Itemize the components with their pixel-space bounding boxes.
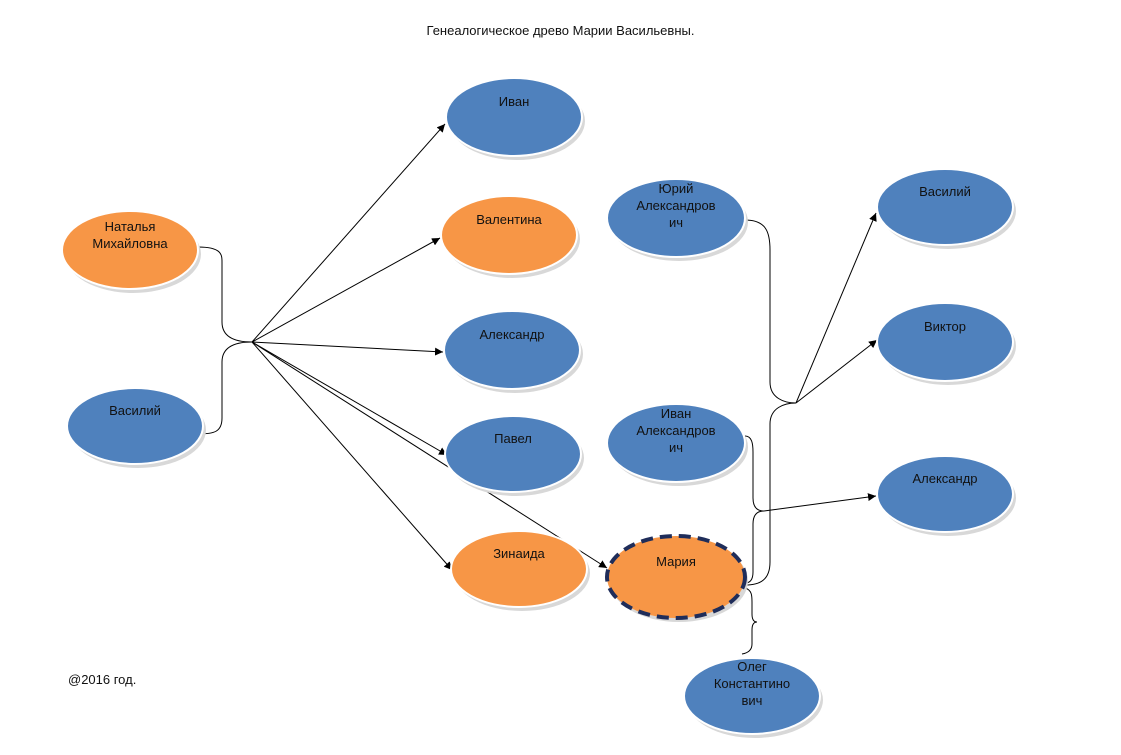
node-ellipse xyxy=(683,657,821,735)
arrow-to-vasiliy-child xyxy=(795,212,877,404)
node-label: Александр xyxy=(479,327,544,342)
copyright-text: @2016 год. xyxy=(68,672,137,687)
person-node-pavel: Павел xyxy=(444,415,584,496)
node-ellipse xyxy=(876,302,1014,382)
person-node-vasiliy_father: Василий xyxy=(66,387,206,468)
node-ellipse xyxy=(876,455,1014,533)
arrow-to-ivan xyxy=(251,123,446,343)
node-label: Олег xyxy=(737,659,767,674)
node-label: вич xyxy=(742,693,763,708)
node-label: Юрий xyxy=(659,181,694,196)
node-label: Василий xyxy=(919,184,971,199)
arrow-to-viktor xyxy=(795,339,878,404)
arrow-to-aleksandr xyxy=(251,341,444,356)
node-label: Павел xyxy=(494,431,532,446)
node-label: Иван xyxy=(661,406,692,421)
node-ellipse xyxy=(450,530,588,608)
person-node-mariya: Мария xyxy=(605,534,748,622)
node-ellipse xyxy=(445,77,583,157)
node-label: Мария xyxy=(656,554,696,569)
node-ellipse xyxy=(605,534,747,620)
parents-brace xyxy=(197,246,253,435)
node-ellipse xyxy=(61,210,199,290)
node-label: Зинаида xyxy=(493,546,545,561)
node-ellipse xyxy=(440,195,578,275)
node-label: Александров xyxy=(636,198,715,213)
node-label: Александров xyxy=(636,423,715,438)
person-node-valentina: Валентина xyxy=(440,195,580,278)
arrow-to-zinaida xyxy=(251,341,453,571)
page-title: Генеалогическое древо Марии Васильевны. xyxy=(426,23,695,38)
node-label: Александр xyxy=(912,471,977,486)
person-node-aleksandr_sibling: Александр xyxy=(443,310,583,393)
node-ellipse xyxy=(606,403,746,483)
arrow-to-aleksandr-child xyxy=(763,493,877,512)
person-node-zinaida: Зинаида xyxy=(450,530,590,611)
node-label: Валентина xyxy=(476,212,542,227)
arrow-to-pavel xyxy=(251,341,448,456)
node-ellipse xyxy=(66,387,204,465)
person-node-aleksandr_child: Александр xyxy=(876,455,1016,536)
person-node-vasiliy_child: Василий xyxy=(876,168,1016,249)
arrow-to-valentina xyxy=(251,237,441,343)
connectors xyxy=(197,123,878,655)
node-label: Наталья xyxy=(105,219,156,234)
node-label: Константино xyxy=(714,676,790,691)
person-node-ivan_sibling: Иван xyxy=(445,77,585,160)
nodes: НатальяМихайловнаВасилийИванВалентинаАле… xyxy=(61,77,1016,738)
node-ellipse xyxy=(444,415,582,493)
node-label: ич xyxy=(669,215,683,230)
node-label: Василий xyxy=(109,403,161,418)
node-label: Иван xyxy=(499,94,530,109)
node-label: Михайловна xyxy=(92,236,168,251)
mariya-oleg-brace xyxy=(741,587,758,655)
node-label: Виктор xyxy=(924,319,966,334)
arrow-to-mariya xyxy=(251,341,608,569)
node-ellipse xyxy=(606,178,746,258)
node-ellipse xyxy=(443,310,581,390)
node-label: ич xyxy=(669,440,683,455)
ivan-mariya-brace xyxy=(744,435,765,584)
person-node-viktor: Виктор xyxy=(876,302,1016,385)
node-ellipse xyxy=(876,168,1014,246)
